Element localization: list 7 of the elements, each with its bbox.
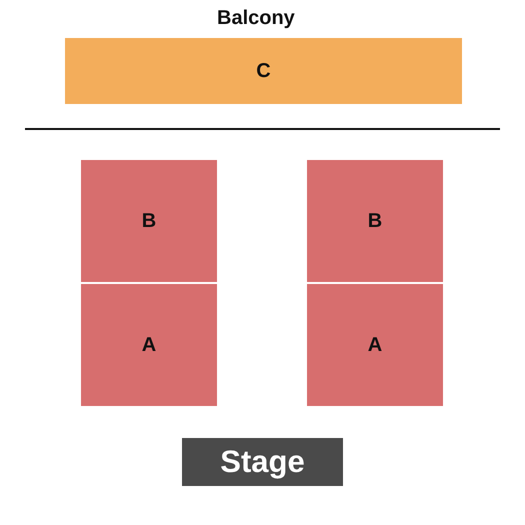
stage: Stage: [182, 438, 343, 486]
balcony-section: C: [65, 38, 462, 104]
seating-section: B: [307, 160, 443, 282]
seating-section: A: [81, 284, 217, 406]
seating-section: A: [307, 284, 443, 406]
seating-section: B: [81, 160, 217, 282]
area-heading: Balcony: [217, 7, 295, 30]
